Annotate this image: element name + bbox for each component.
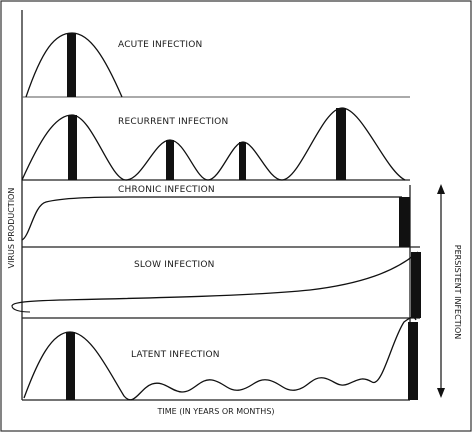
persistent-arrow-up-icon [437, 184, 445, 194]
latent-label: LATENT INFECTION [131, 350, 220, 360]
persistent-infection-label: PERSISTENT INFECTION [453, 245, 462, 339]
recurrent-peak-bar-3 [239, 142, 246, 180]
y-axis-label: VIRUS PRODUCTION [7, 188, 16, 269]
slow-curve [11, 251, 419, 307]
recurrent-label: RECURRENT INFECTION [118, 117, 228, 127]
slow-curve-start [11, 305, 31, 313]
acute-peak-bar [67, 33, 76, 97]
recurrent-peak-bar-1 [68, 115, 77, 180]
acute-label: ACUTE INFECTION [118, 40, 202, 50]
latent-curve [23, 316, 417, 401]
chronic-end-bar [399, 197, 410, 247]
recurrent-peak-bar-4 [336, 108, 346, 180]
latent-peak-bar-1 [66, 332, 75, 400]
chronic-label: CHRONIC INFECTION [118, 185, 215, 195]
recurrent-curve [21, 107, 406, 181]
persistent-arrow-down-icon [437, 388, 445, 398]
chronic-curve [21, 196, 402, 241]
slow-label: SLOW INFECTION [134, 260, 215, 270]
latent-end-bar [408, 322, 418, 400]
slow-end-bar [411, 252, 421, 318]
recurrent-peak-bar-2 [166, 140, 174, 180]
x-axis-label: TIME (IN YEARS OR MONTHS) [156, 407, 274, 416]
